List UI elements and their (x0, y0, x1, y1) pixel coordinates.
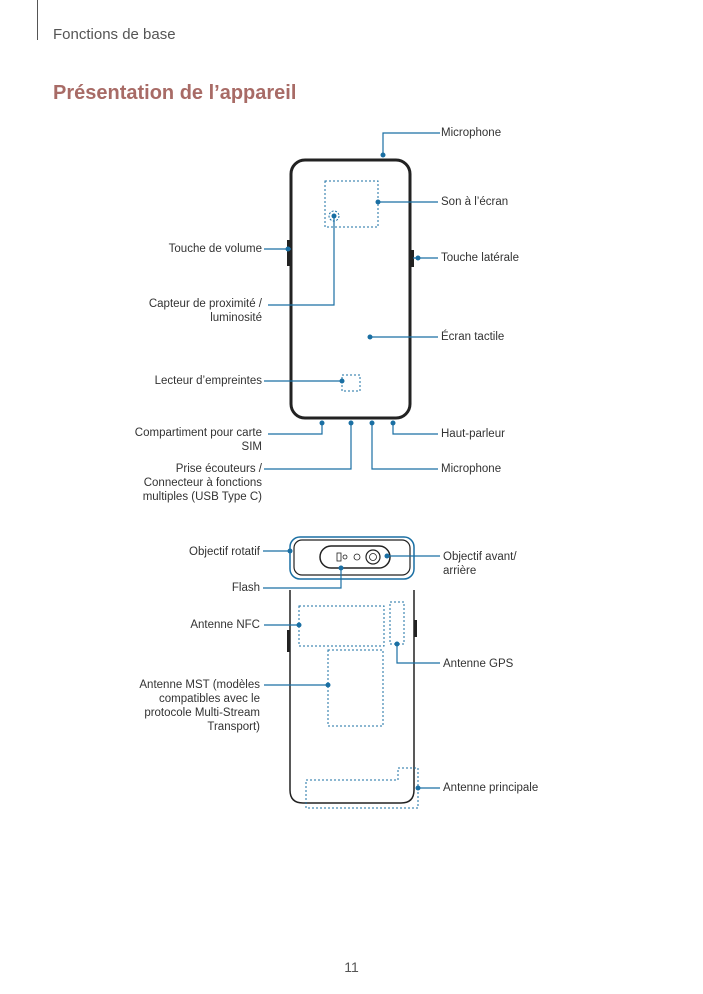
front-callout-lines (264, 132, 440, 470)
label-antenne-nfc: Antenne NFC (190, 619, 260, 631)
label-mst-line4: Transport) (207, 721, 260, 733)
label-touche-volume: Touche de volume (168, 243, 262, 255)
label-antenne-principale: Antenne principale (443, 782, 539, 794)
label-son-ecran: Son à l’écran (441, 196, 509, 208)
label-mst-line2: compatibles avec le (159, 693, 260, 705)
label-objectif-line2: arrière (443, 565, 477, 577)
section-header: Fonctions de base (53, 26, 176, 43)
label-prise-line1: Prise écouteurs / (175, 463, 262, 475)
back-callout-dots (287, 548, 421, 791)
page-number: 11 (344, 959, 359, 975)
label-objectif-rotatif: Objectif rotatif (189, 546, 260, 558)
label-compartiment-sim: Compartiment pour carte SIM (135, 426, 262, 454)
label-prise-line3: multiples (USB Type C) (142, 491, 262, 503)
label-haut-parleur: Haut-parleur (441, 428, 505, 440)
label-sim-line2: SIM (241, 441, 262, 453)
front-phone-illustration (287, 158, 414, 420)
label-microphone-top: Microphone (441, 127, 502, 139)
label-mst-line3: protocole Multi-Stream (144, 707, 260, 719)
label-prise-ecouteurs: Prise écouteurs / Connecteur à fonctions… (143, 462, 262, 504)
back-phone-illustration (287, 536, 419, 809)
label-prise-line2: Connecteur à fonctions (143, 477, 262, 489)
label-ecran-tactile: Écran tactile (441, 331, 505, 343)
header-rule (37, 0, 38, 40)
label-capteur-line1: Capteur de proximité / (148, 298, 262, 310)
label-capteur-proximite: Capteur de proximité / luminosité (149, 297, 262, 325)
label-capteur-line2: luminosité (210, 312, 262, 324)
label-sim-line1: Compartiment pour carte (134, 427, 262, 439)
page-title: Présentation de l’appareil (53, 82, 297, 104)
label-flash: Flash (231, 582, 260, 594)
label-mst-line1: Antenne MST (modèles (139, 679, 260, 691)
label-objectif-avant-arriere: Objectif avant/ arrière (443, 550, 517, 578)
label-touche-laterale: Touche latérale (441, 252, 519, 264)
label-lecteur-empreintes: Lecteur d’empreintes (154, 375, 262, 387)
label-antenne-mst: Antenne MST (modèles compatibles avec le… (139, 678, 260, 734)
back-callout-lines (263, 550, 440, 789)
label-antenne-gps: Antenne GPS (443, 658, 514, 670)
front-callout-dots (285, 152, 421, 426)
label-objectif-line1: Objectif avant/ (443, 551, 517, 563)
label-microphone-bottom: Microphone (441, 463, 502, 475)
